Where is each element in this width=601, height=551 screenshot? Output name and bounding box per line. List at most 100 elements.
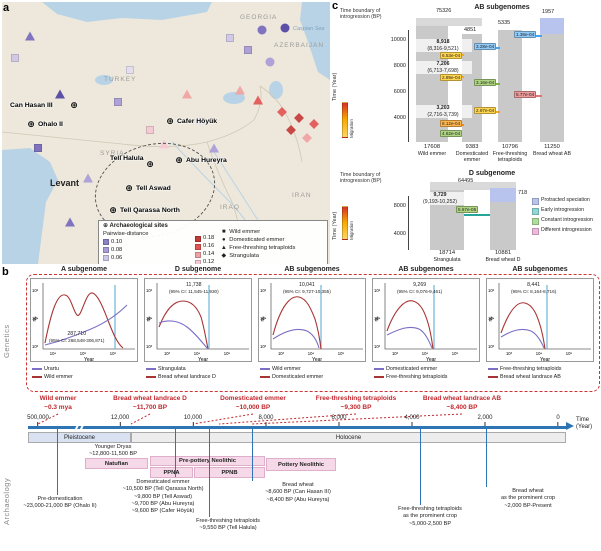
map-legend: ⊕ Archaeological sites Pairwise-distance… bbox=[98, 220, 328, 264]
model-legend-item: Different introgression bbox=[532, 227, 598, 235]
series-swatch bbox=[146, 368, 156, 370]
model-d-subgenome: Time boundary of introgression (BP) D su… bbox=[332, 168, 601, 264]
black-sea-shape bbox=[42, 2, 212, 22]
population-size: 10881 bbox=[494, 250, 512, 256]
period-bar: Pottery Neolithic bbox=[266, 458, 336, 471]
event-annotation: Free-threshing tetraploids as the promin… bbox=[398, 506, 462, 527]
caspian-sea-shape bbox=[300, 2, 330, 80]
symbol-label: Free-threshing tetraploids bbox=[229, 245, 296, 252]
population-name: Bread wheat AB bbox=[533, 150, 571, 157]
plot-legend-row: Bread wheat landrace AB bbox=[488, 373, 596, 381]
plot-subtitle: AB subgenomes bbox=[398, 266, 454, 273]
divergence-annotation: 287,710 (95% CI: 268,548-306,871) bbox=[49, 331, 105, 343]
legend-label: Constant introgression bbox=[541, 217, 593, 223]
legend-scale-item: 0.14 bbox=[195, 251, 214, 258]
scale-value: 0.10 bbox=[111, 238, 123, 245]
event-annotation: Free-threshing tetraploids ~9,550 BP (Te… bbox=[196, 518, 260, 532]
divergence-label: Wild emmer ~0.3 mya bbox=[39, 395, 77, 412]
younger-dryas-label: Younger Dryas ~12,800-11,500 BP bbox=[89, 444, 137, 458]
ab-bar-bread-wheat bbox=[540, 34, 564, 142]
svg-text:10³: 10³ bbox=[32, 344, 39, 349]
model-legend-item: Early introgression bbox=[532, 207, 598, 215]
blue-series-curve bbox=[158, 320, 208, 349]
population-name: Bread wheat D bbox=[485, 256, 521, 263]
color-chip bbox=[195, 259, 201, 264]
legend-color-chip bbox=[532, 208, 539, 215]
legend-symbol-item: ▲Free-threshing tetraploids bbox=[220, 245, 296, 252]
svg-text:10⁵: 10⁵ bbox=[488, 288, 495, 293]
series-label: Bread wheat landrace D bbox=[158, 374, 216, 380]
series-label: Wild emmer bbox=[44, 374, 73, 380]
ne-plot-ab-freethreshing-breadwheat: 10⁵ 10⁴ 10³ 10³ 10⁴ 10⁵ Year Nₑ 8,441 (9… bbox=[486, 278, 594, 363]
d-protracted-speciation-cap bbox=[490, 188, 516, 202]
blue-series-curve bbox=[272, 328, 320, 349]
migration-arrow bbox=[464, 214, 490, 216]
population-size: 17608 bbox=[423, 144, 441, 150]
series-swatch bbox=[32, 376, 42, 378]
svg-text:10⁵: 10⁵ bbox=[146, 288, 153, 293]
svg-text:Nₑ: Nₑ bbox=[374, 316, 379, 321]
symbol-glyph-icon: ● bbox=[221, 237, 226, 244]
population-name: Strangulata bbox=[433, 256, 461, 263]
ab-bar-domesticated-emmer bbox=[462, 34, 482, 142]
blue-series-curve bbox=[500, 328, 545, 349]
color-chip bbox=[103, 247, 109, 254]
timeline-tick: 10,000 bbox=[184, 415, 202, 426]
svg-text:10⁴: 10⁴ bbox=[194, 351, 201, 356]
circled-plus-icon: ⊕ bbox=[103, 223, 109, 229]
divergence-annotation: 8,441 (95% CI: 8,164-8,716) bbox=[511, 282, 557, 294]
legend-symbols: ■Wild emmer●Domesticated emmer▲Free-thre… bbox=[220, 229, 296, 264]
axis-tick-label: 8000 bbox=[393, 203, 406, 209]
plot-legend-row: Wild emmer bbox=[32, 373, 140, 381]
d-bar-bread-wheat bbox=[490, 202, 516, 250]
ab-protracted-speciation-cap bbox=[540, 18, 564, 34]
timeline-tick: 6,000 bbox=[331, 415, 346, 426]
epoch-pleistocene: Pleistocene bbox=[28, 432, 131, 443]
series-swatch bbox=[374, 368, 384, 370]
map-legend-col1: ⊕ Archaeological sites Pairwise-distance… bbox=[103, 223, 189, 264]
legend-label: Protracted speciation bbox=[541, 197, 590, 203]
ab-time-axis bbox=[408, 30, 409, 142]
divergence-annotation: 11,738 (95% CI: 11,545-11,930) bbox=[169, 282, 219, 294]
divergence-annotation: 10,041 (95% CI: 9,727-10,355) bbox=[283, 282, 331, 294]
event-annotation: Bread wheat as the prominent crop ~2,000… bbox=[500, 488, 556, 509]
color-chip bbox=[103, 239, 109, 246]
scale-value: 0.12 bbox=[203, 259, 215, 264]
panel-c-letter: c bbox=[332, 0, 339, 12]
epoch-label: Holocene bbox=[335, 434, 362, 441]
population-size: 18714 bbox=[438, 250, 456, 256]
axis-tick-label: 4000 bbox=[393, 115, 406, 121]
series-swatch bbox=[260, 368, 270, 370]
svg-text:10³: 10³ bbox=[164, 351, 171, 356]
timeline-axis-label: Time (Year) bbox=[576, 417, 593, 431]
event-annotation: Pre-domestication ~23,000-21,000 BP (Oha… bbox=[23, 496, 97, 510]
svg-text:10⁴: 10⁴ bbox=[488, 316, 495, 321]
migration-arrow bbox=[520, 95, 542, 97]
timeline-tick: 12,000 bbox=[111, 415, 129, 426]
axis-tick-label: 8000 bbox=[393, 63, 406, 69]
panel-b-letter: b bbox=[2, 266, 9, 278]
series-label: Free-threshing tetraploids bbox=[500, 366, 562, 372]
timeline-arrowhead-icon bbox=[566, 422, 574, 430]
d-axis-title: Time boundary of introgression (BP) bbox=[340, 172, 382, 185]
axis-tick-label: 6000 bbox=[393, 89, 406, 95]
archaeology-section-label: Archaeology bbox=[2, 477, 11, 525]
svg-text:10³: 10³ bbox=[146, 344, 153, 349]
legend-color-chip bbox=[532, 228, 539, 235]
divergence-label: Bread wheat landrace AB ~8,400 BP bbox=[422, 395, 502, 412]
plot-legend-row: Free-threshing tetraploids bbox=[488, 365, 596, 373]
series-label: Bread wheat landrace AB bbox=[500, 374, 561, 380]
levant-label: Levant bbox=[50, 178, 80, 188]
red-series-curve bbox=[272, 296, 322, 350]
ab-axis-title: Time boundary of introgression (BP) bbox=[340, 8, 382, 21]
ancestral-size-value: 4851 bbox=[464, 27, 477, 33]
plot-legend-row: Domesticated emmer bbox=[374, 365, 482, 373]
series-label: Domesticated emmer bbox=[272, 374, 324, 380]
population-name: Domesticated emmer bbox=[455, 150, 489, 164]
series-label: Domesticated emmer bbox=[386, 366, 438, 372]
